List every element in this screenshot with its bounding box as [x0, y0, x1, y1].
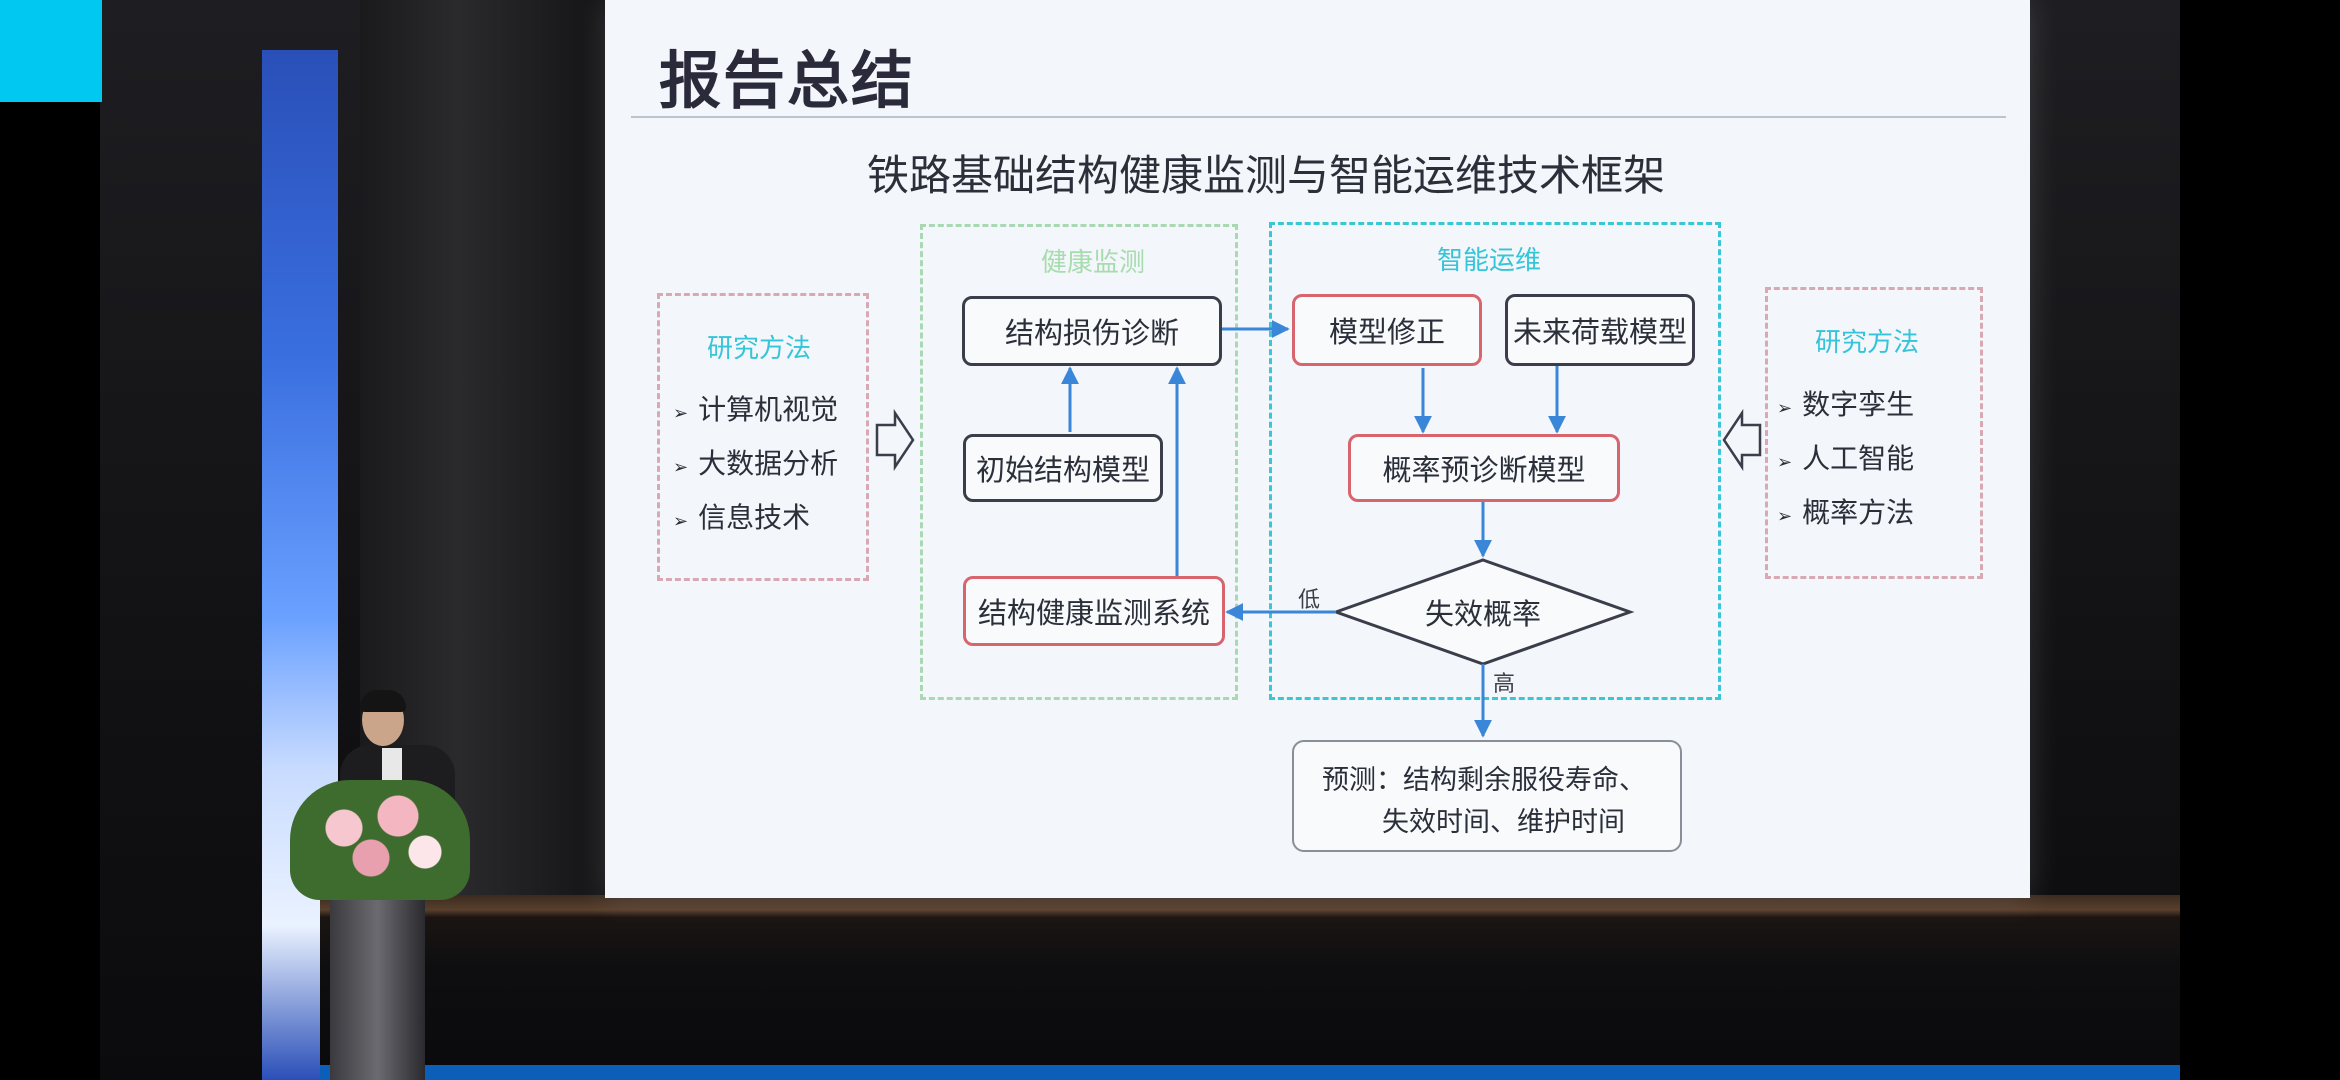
right-method-item: ➢概率方法: [1777, 496, 1915, 529]
left-input-arrow-icon: [875, 408, 915, 472]
arrow-bullet-icon: ➢: [673, 403, 689, 424]
left-method-item: ➢信息技术: [673, 501, 811, 534]
probability-model-node: 概率预诊断模型: [1348, 434, 1620, 502]
health-monitoring-label: 健康监测: [1041, 248, 1146, 278]
right-input-arrow-icon: [1722, 408, 1762, 472]
low-edge-label: 低: [1298, 588, 1321, 613]
arrow-bullet-icon: ➢: [673, 457, 689, 478]
prediction-box: 预测：结构剩余服役寿命、 失效时间、维护时间: [1292, 740, 1682, 852]
left-methods-header: 研究方法: [707, 334, 812, 364]
projected-slide: 报告总结 铁路基础结构健康监测与智能运维技术框架 研究方法 ➢计算机视觉 ➢大数…: [605, 0, 2030, 898]
right-method-item: ➢人工智能: [1777, 442, 1915, 475]
flow-connectors: [875, 320, 1762, 738]
health-monitoring-group: [920, 224, 1238, 700]
smart-maintenance-group: [1269, 222, 1721, 700]
future-load-model-node: 未来荷载模型: [1505, 294, 1695, 366]
smart-maintenance-label: 智能运维: [1437, 246, 1542, 276]
stage-floor: [320, 895, 2180, 1080]
arrow-bullet-icon: ➢: [1777, 452, 1793, 473]
failure-probability-label: 失效概率: [1424, 597, 1541, 631]
flower-arrangement: [290, 780, 470, 900]
corner-marker: [0, 0, 102, 102]
arrow-bullet-icon: ➢: [673, 511, 689, 532]
right-method-item: ➢数字孪生: [1777, 388, 1915, 421]
left-method-item: ➢计算机视觉: [673, 393, 839, 426]
right-methods-panel: [1765, 287, 1983, 579]
initial-model-node: 初始结构模型: [963, 434, 1163, 502]
stage-edge-light: [320, 1065, 2180, 1080]
arrow-bullet-icon: ➢: [1777, 398, 1793, 419]
title-divider: [631, 116, 2006, 118]
left-methods-panel: [657, 293, 869, 581]
slide-subtitle: 铁路基础结构健康监测与智能运维技术框架: [867, 151, 1666, 200]
monitoring-system-node: 结构健康监测系统: [963, 576, 1225, 646]
right-methods-header: 研究方法: [1815, 328, 1920, 358]
speaker-hair: [360, 690, 406, 712]
damage-diagnosis-node: 结构损伤诊断: [962, 296, 1222, 366]
high-edge-label: 高: [1493, 672, 1516, 697]
prediction-line-2: 失效时间、维护时间: [1382, 807, 1625, 838]
prediction-line-1: 预测：结构剩余服役寿命、: [1322, 765, 1646, 796]
left-letterbox: [0, 0, 100, 1080]
arrow-bullet-icon: ➢: [1777, 506, 1793, 527]
model-correction-node: 模型修正: [1292, 294, 1482, 366]
left-method-item: ➢大数据分析: [673, 447, 839, 480]
podium: [330, 880, 425, 1080]
right-letterbox: [2180, 0, 2340, 1080]
slide-title: 报告总结: [659, 44, 916, 117]
